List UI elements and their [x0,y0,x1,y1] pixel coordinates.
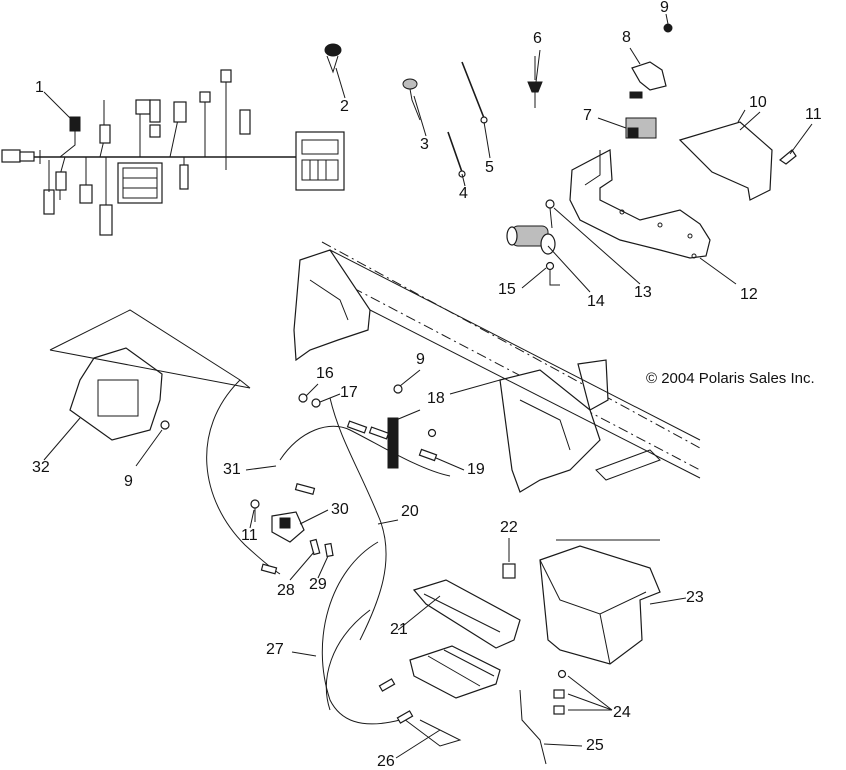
callout-13: 13 [634,284,652,301]
callout-32: 32 [32,459,50,476]
callout-1: 1 [35,79,44,96]
callout-25: 25 [586,737,604,754]
callout-22: 22 [500,519,518,536]
part-2 [324,43,342,74]
callout-9-left: 9 [124,473,133,490]
callout-17: 17 [340,384,358,401]
part-25-strap [519,689,547,765]
callout-4: 4 [459,185,468,202]
part-23-battery-box [539,539,661,665]
part-15-nut [545,261,560,286]
callout-7-8: 8 [622,29,631,46]
callout-30: 30 [331,501,349,518]
part-6 [527,56,543,108]
callout-18: 18 [427,390,445,407]
part-12-bracket [569,149,711,259]
callout-7: 7 [583,107,592,124]
leader-lines [43,13,813,759]
callout-5: 5 [485,159,494,176]
part-8-bracket [629,23,673,99]
vehicle-frame [293,241,701,493]
callout-3: 3 [420,136,429,153]
callout-9-top: 9 [660,0,669,16]
callout-20: 20 [401,503,419,520]
callout-24: 24 [613,704,631,721]
callout-31: 31 [223,461,241,478]
part-13-bolt [545,199,555,229]
part-11-screw [778,149,797,165]
callout-28: 28 [277,582,295,599]
part-7-relay [625,117,657,139]
callout-26: 26 [377,753,395,770]
wiring-harness [1,69,345,236]
part-4-rod [447,131,466,178]
callout-21: 21 [390,621,408,638]
part-10-cover [678,109,773,201]
callout-2: 2 [340,98,349,115]
callout-19: 19 [467,461,485,478]
callout-11-top: 11 [805,106,822,123]
part-22-clip [502,563,516,579]
copyright-notice: © 2004 Polaris Sales Inc. [646,370,815,387]
callout-12: 12 [740,286,758,303]
callout-6: 6 [533,30,542,47]
part-32-box [49,309,251,441]
callout-9-mid: 9 [416,351,425,368]
callout-10: 10 [749,94,767,111]
hardware-30-11-28-29 [250,499,334,575]
callout-15: 15 [498,281,516,298]
hardware-16-17-9-18-19 [294,384,438,495]
callout-14: 14 [587,293,605,310]
callout-23: 23 [686,589,704,606]
callout-16: 16 [316,365,334,382]
part-24-hardware [553,669,567,715]
part-5-rod [461,61,488,124]
callout-27: 27 [266,641,284,658]
callout-29: 29 [309,576,327,593]
callout-11-mid: 11 [241,527,258,544]
cable-27-26 [321,541,462,747]
part-14-switch [506,225,556,255]
part-21-tray [409,579,521,699]
part-3 [402,78,421,121]
